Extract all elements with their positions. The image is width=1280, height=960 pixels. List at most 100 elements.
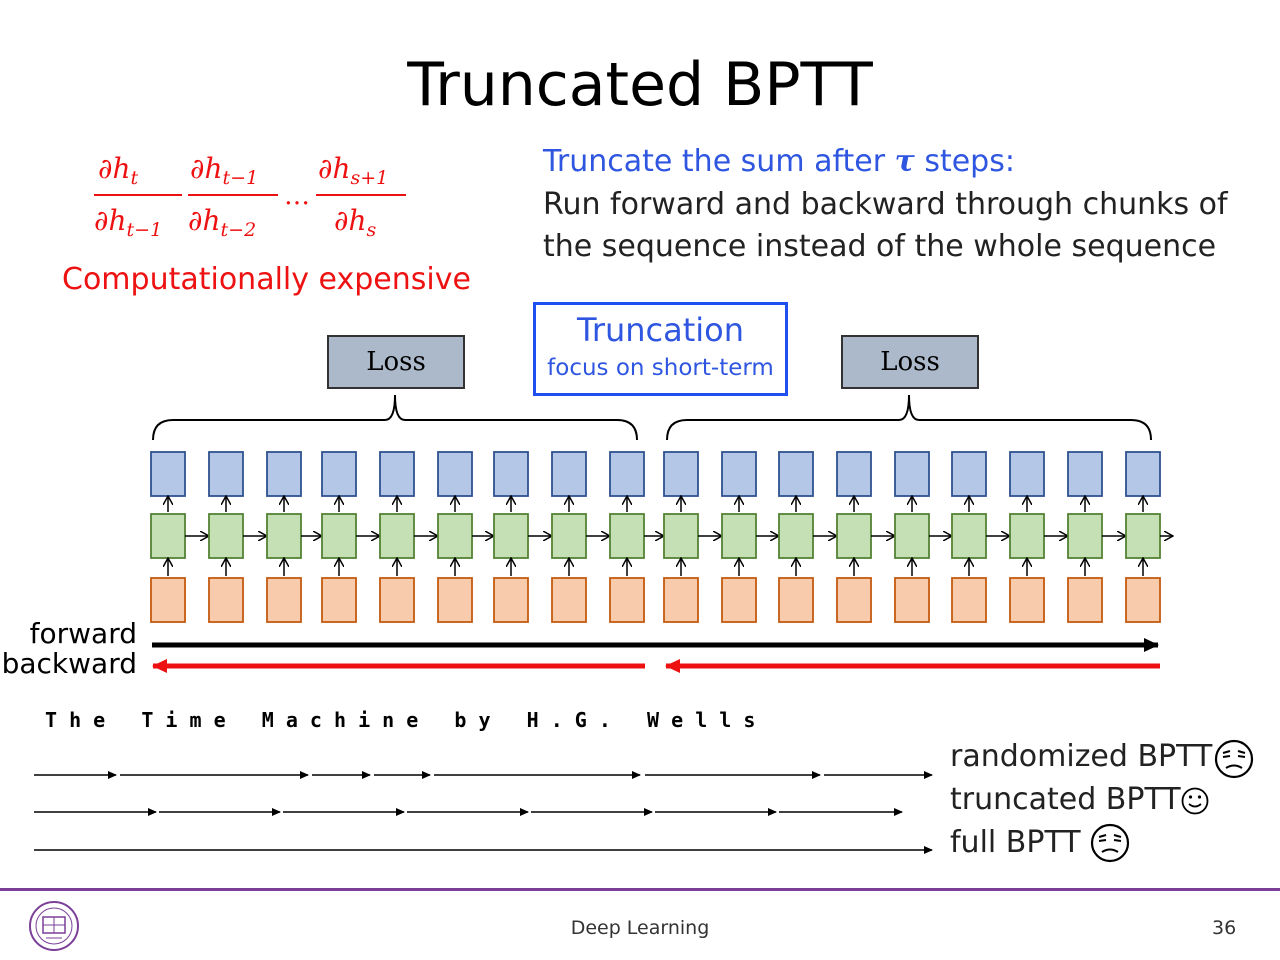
randomized-bptt-label: randomized BPTT (950, 739, 1212, 774)
formula-den3: ∂h (334, 204, 367, 237)
truncation-subtitle: focus on short-term (547, 355, 774, 381)
hidden-state-node (437, 513, 473, 559)
footer-divider (0, 888, 1280, 891)
input-node (609, 577, 645, 623)
gradient-product-formula: ∂ht ∂ht−1 ∂ht−1 ∂ht−2 … ∂hs+1 ∂hs (94, 152, 406, 241)
hidden-state-node (609, 513, 645, 559)
footer-course-title: Deep Learning (570, 917, 710, 939)
hidden-state-node (663, 513, 699, 559)
formula-num2: ∂h (190, 152, 223, 185)
hidden-state-node (836, 513, 872, 559)
hidden-state-node (493, 513, 529, 559)
formula-den1: ∂h (94, 204, 127, 237)
input-node (778, 577, 814, 623)
input-node (894, 577, 930, 623)
truncate-heading-suffix: steps: (914, 144, 1015, 179)
loss-box-left: Loss (327, 335, 465, 389)
formula-den1-sub: t−1 (127, 219, 163, 241)
output-node (150, 451, 186, 497)
hidden-state-node (266, 513, 302, 559)
input-node (379, 577, 415, 623)
output-node (721, 451, 757, 497)
input-node (266, 577, 302, 623)
input-node (1067, 577, 1103, 623)
truncated-bptt-label: truncated BPTT (950, 782, 1181, 817)
formula-num3: ∂h (318, 152, 351, 185)
description-line-1: Run forward and backward through chunks … (543, 187, 1228, 222)
output-node (778, 451, 814, 497)
input-node (721, 577, 757, 623)
hidden-state-node (894, 513, 930, 559)
output-node (208, 451, 244, 497)
hidden-state-node (150, 513, 186, 559)
description-line-2: the sequence instead of the whole sequen… (543, 229, 1217, 264)
truncation-title: Truncation (576, 311, 745, 349)
full-bptt-text: full BPTT (950, 825, 1081, 860)
expensive-label: Computationally expensive (62, 262, 471, 297)
backward-label: backward (1, 647, 137, 680)
svg-text:∂hs: ∂hs (334, 204, 377, 241)
hidden-state-node (778, 513, 814, 559)
svg-text:∂ht−1: ∂ht−1 (190, 152, 258, 189)
hidden-state-node (721, 513, 757, 559)
input-node (493, 577, 529, 623)
randomized-bptt-text: randomized BPTT (950, 739, 1213, 774)
output-node (1009, 451, 1045, 497)
hidden-state-node (951, 513, 987, 559)
hidden-state-node (1009, 513, 1045, 559)
svg-text:∂hs+1: ∂hs+1 (318, 152, 388, 189)
output-node (379, 451, 415, 497)
truncated-bptt-text: truncated BPTT (950, 782, 1181, 817)
bptt-segment-arrows (34, 771, 933, 854)
input-node (437, 577, 473, 623)
formula-num2-sub: t−1 (223, 167, 259, 189)
page-number: 36 (1212, 917, 1237, 939)
hidden-state-node (551, 513, 587, 559)
output-node (894, 451, 930, 497)
hidden-state-node (208, 513, 244, 559)
hidden-state-node (379, 513, 415, 559)
input-node (1125, 577, 1161, 623)
input-node (951, 577, 987, 623)
hidden-state-node (321, 513, 357, 559)
input-node (321, 577, 357, 623)
output-node (551, 451, 587, 497)
output-node (951, 451, 987, 497)
input-node (150, 577, 186, 623)
output-node (836, 451, 872, 497)
truncate-heading-prefix: Truncate the sum after (543, 144, 895, 179)
output-node (1067, 451, 1103, 497)
sequence-text: T h e T i m e M a c h i n e b y H . G . … (45, 708, 756, 732)
svg-text:∂ht−2: ∂ht−2 (188, 204, 256, 241)
university-seal-logo (29, 901, 79, 951)
output-node (1125, 451, 1161, 497)
formula-dots: … (284, 181, 310, 211)
input-node (551, 577, 587, 623)
formula-num3-sub: s+1 (351, 167, 389, 189)
slide-title: Truncated BPTT (407, 50, 873, 120)
output-node (663, 451, 699, 497)
svg-text:∂ht−1: ∂ht−1 (94, 204, 162, 241)
input-node (663, 577, 699, 623)
unamused-face-icon (1090, 823, 1130, 863)
output-node (493, 451, 529, 497)
formula-den2: ∂h (188, 204, 221, 237)
brace-right (666, 394, 1152, 441)
rnn-unrolled-diagram (150, 394, 1280, 673)
hidden-state-node (1067, 513, 1103, 559)
output-node (266, 451, 302, 497)
full-bptt-label: full BPTT (950, 825, 1081, 860)
smiling-face-icon (1181, 787, 1209, 815)
formula-num1-sub: t (131, 167, 139, 189)
truncation-box: Truncation focus on short-term (533, 302, 788, 396)
loss-box-right: Loss (841, 335, 979, 389)
hidden-state-node (1125, 513, 1161, 559)
formula-den2-sub: t−2 (221, 219, 257, 241)
formula-den3-sub: s (367, 219, 377, 241)
input-node (1009, 577, 1045, 623)
output-node (321, 451, 357, 497)
unamused-face-icon (1214, 739, 1254, 779)
input-node (836, 577, 872, 623)
formula-num1: ∂h (98, 152, 131, 185)
forward-label: forward (29, 617, 137, 650)
